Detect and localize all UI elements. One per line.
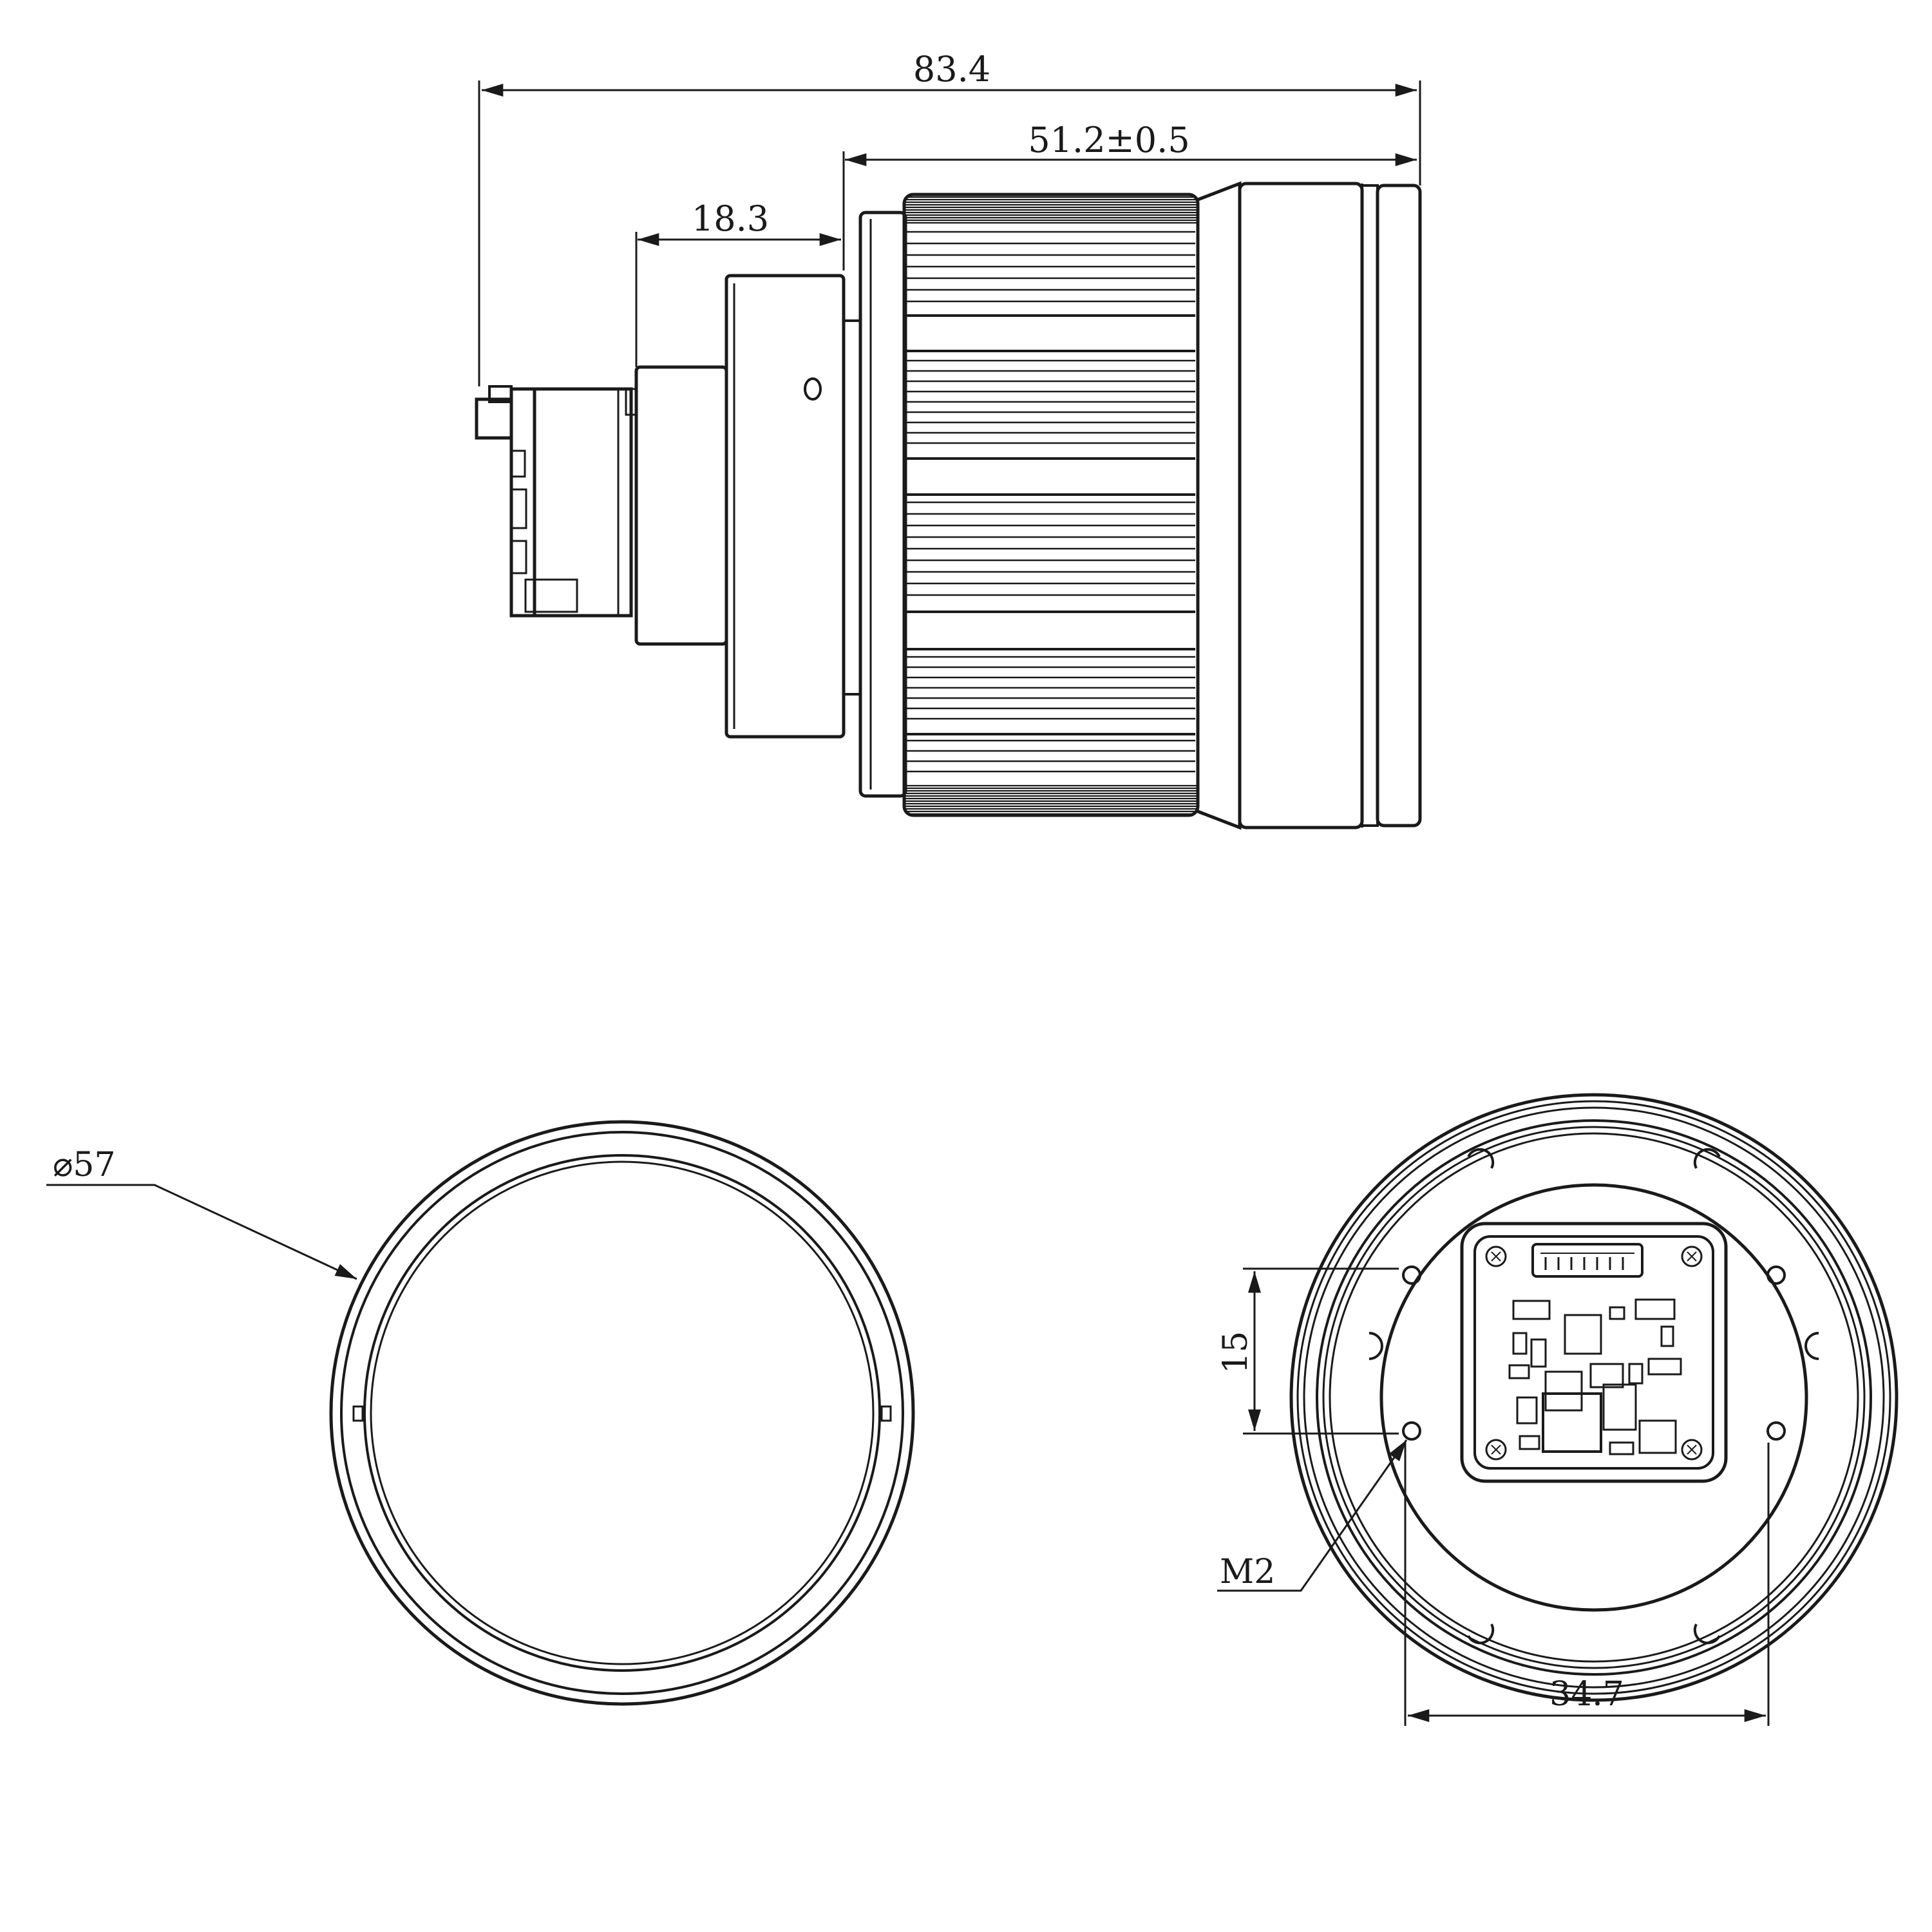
- thread-size-label: M2: [1220, 1553, 1275, 1591]
- rear-view-dimensions: [1217, 1267, 1770, 1726]
- side-view-dimensions: [478, 80, 1421, 386]
- module-length-label: 18.3: [692, 198, 769, 239]
- rear-view: 15 M2 34.7: [1217, 1093, 1899, 1726]
- lens-back-flange: [858, 211, 907, 798]
- side-view: 83.4 51.2±0.5 18.3: [475, 49, 1422, 830]
- rear-pcb-module: [475, 385, 638, 618]
- hole-spacing-vertical-label: 15: [1217, 1331, 1255, 1374]
- sensor-board: [1460, 1222, 1728, 1483]
- front-barrel: [1197, 181, 1422, 830]
- mount-ring: [724, 274, 862, 739]
- front-diameter-label: ⌀57: [53, 1146, 115, 1184]
- overall-length-label: 83.4: [913, 49, 990, 90]
- lens-length-label: 51.2±0.5: [1028, 120, 1189, 160]
- rear-mounting-lugs: [1368, 1148, 1819, 1645]
- hole-spacing-horizontal-label: 34.7: [1549, 1675, 1624, 1714]
- front-view: ⌀57: [46, 1120, 915, 1706]
- focus-grip: [902, 193, 1200, 817]
- m2-holes: [1402, 1265, 1786, 1441]
- sensor-housing: [634, 365, 728, 646]
